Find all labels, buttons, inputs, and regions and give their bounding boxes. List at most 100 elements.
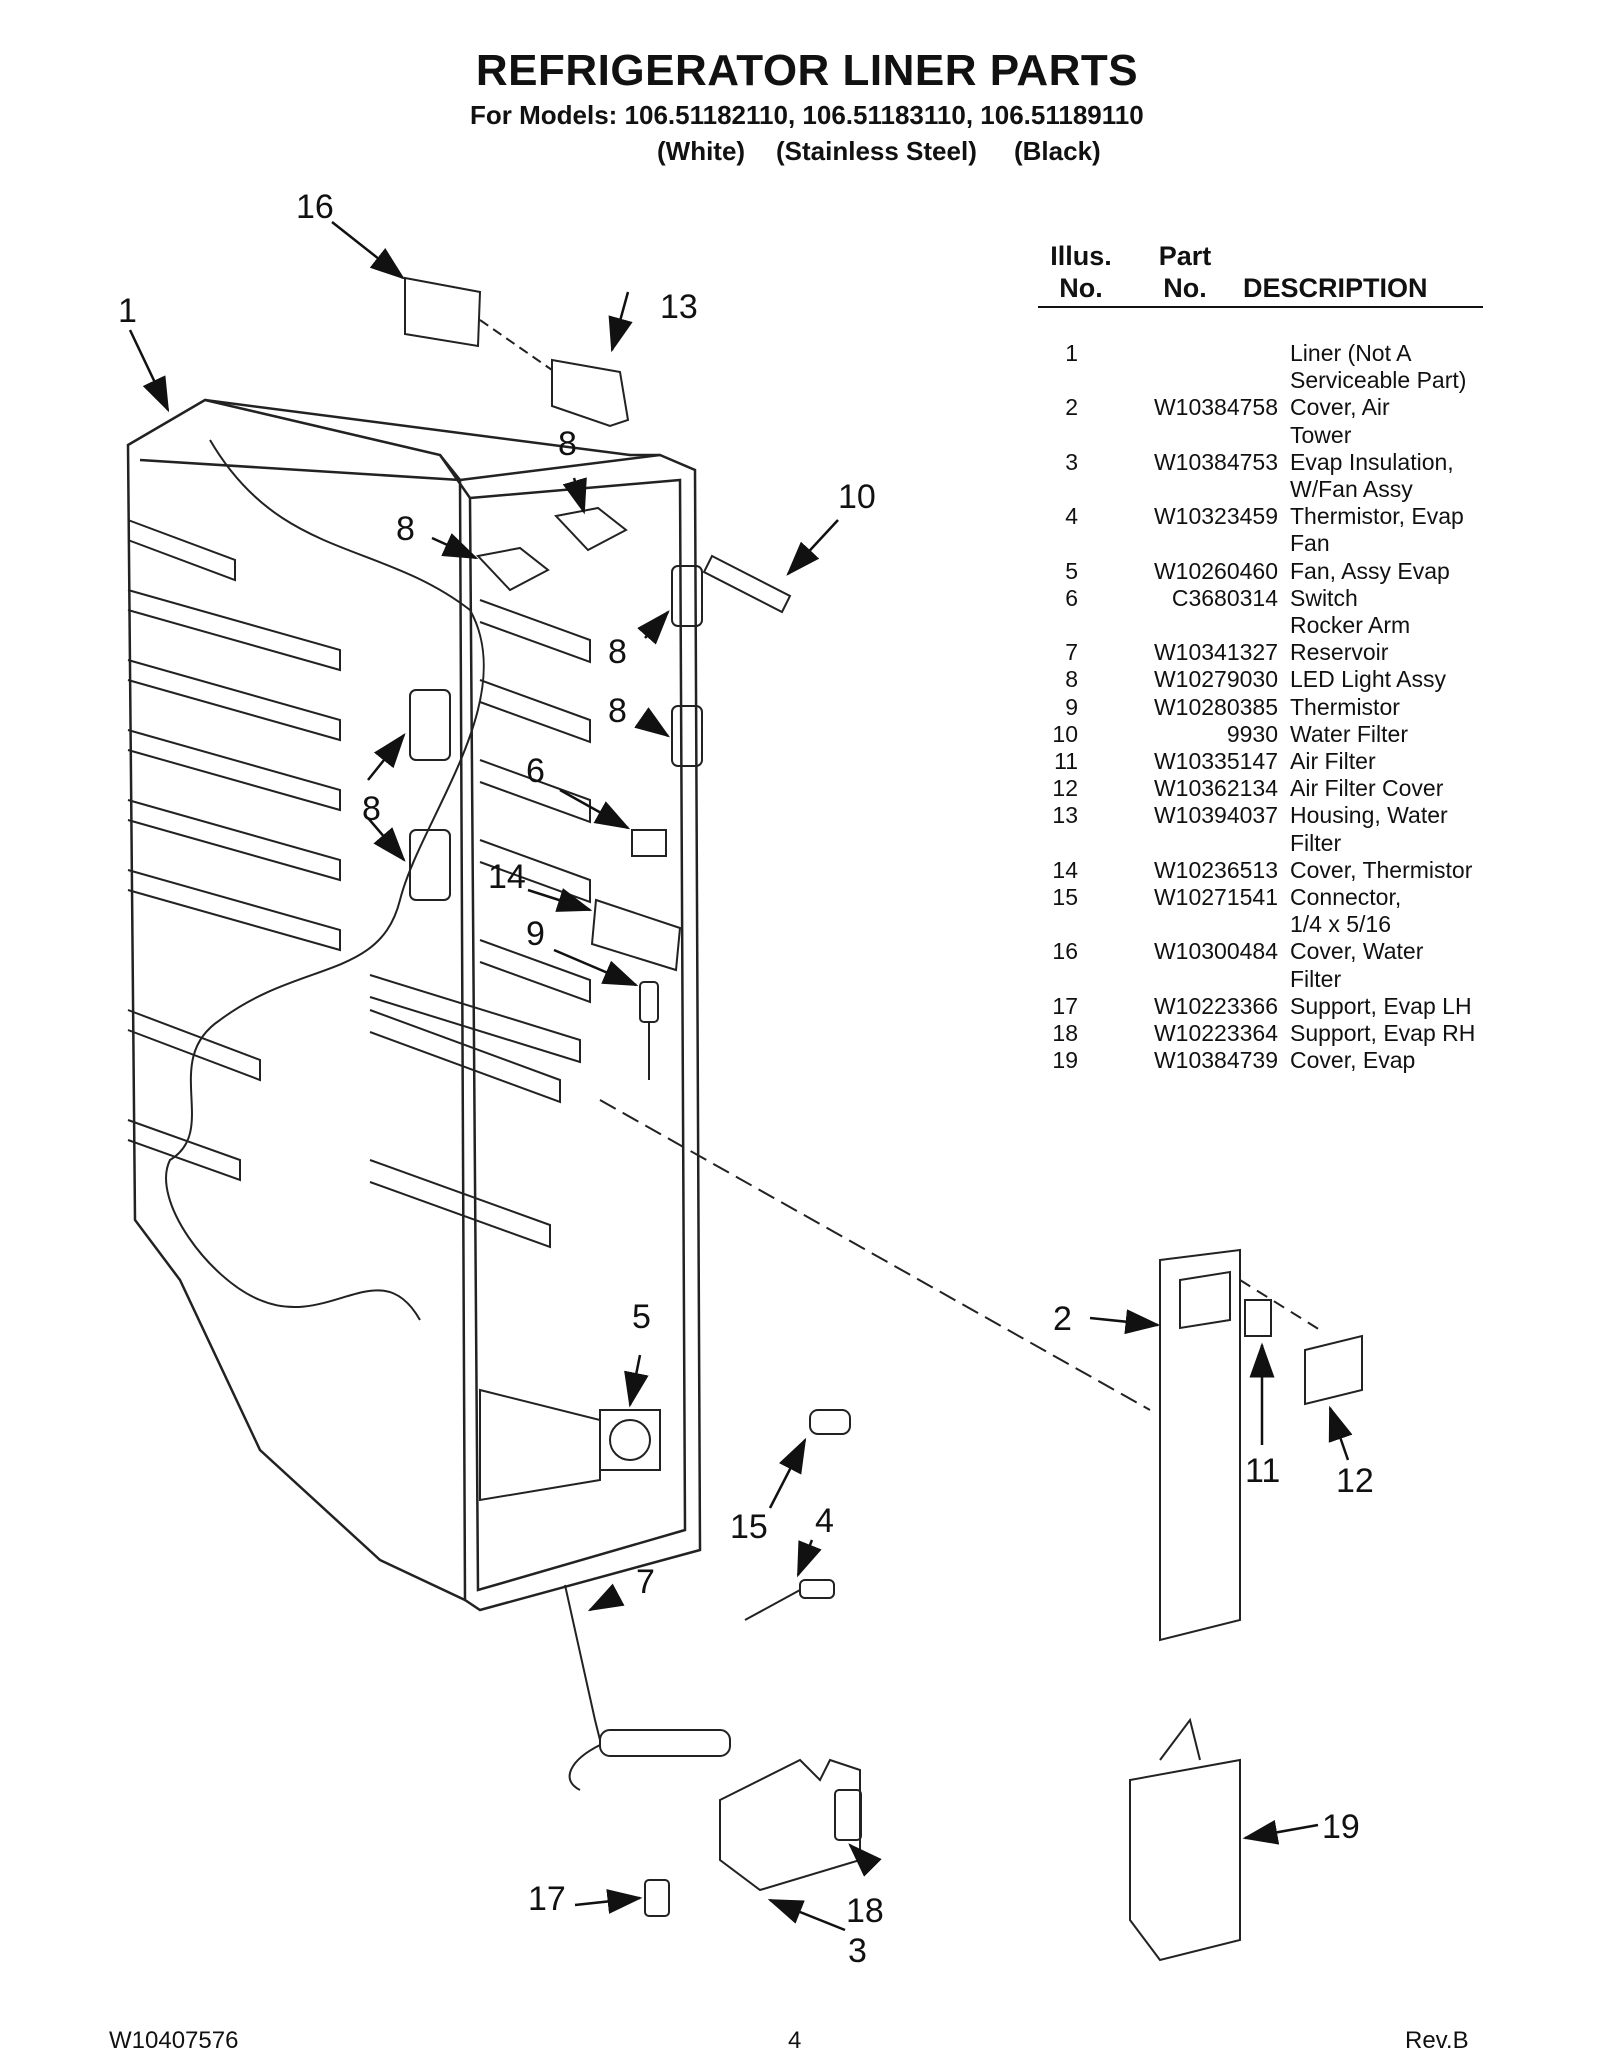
parts-header-illus-line2: No. xyxy=(1059,273,1103,303)
parts-row-empty-cell xyxy=(1078,612,1290,639)
parts-row-part-no: W10323459 xyxy=(1153,503,1278,530)
parts-row-continuation: W/Fan Assy xyxy=(1030,476,1530,503)
parts-row-description: Thermistor xyxy=(1290,693,1400,720)
small-parts xyxy=(404,276,1363,1962)
parts-row-illus-no: 7 xyxy=(1065,639,1078,666)
parts-row-part-no: W10335147 xyxy=(1153,748,1278,775)
parts-row-empty-cell xyxy=(1078,830,1290,857)
parts-row-empty-cell xyxy=(1030,476,1078,503)
model-color-stainless: (Stainless Steel) xyxy=(776,136,977,166)
parts-row-continuation: Tower xyxy=(1030,422,1530,449)
parts-row-empty-cell xyxy=(1030,612,1078,639)
page-title: REFRIGERATOR LINER PARTS xyxy=(475,46,1139,95)
parts-row-illus-no: 9 xyxy=(1065,693,1078,720)
parts-row-description: Air Filter Cover xyxy=(1290,775,1444,802)
parts-header-part: Part No. xyxy=(1140,240,1230,304)
parts-row-part-no: W10384758 xyxy=(1153,394,1278,421)
parts-row-empty-cell xyxy=(1030,830,1078,857)
parts-row-description-line2: W/Fan Assy xyxy=(1290,476,1413,503)
callout-7: 7 xyxy=(636,1563,655,1601)
parts-row-empty-cell xyxy=(1030,530,1078,557)
callout-15: 15 xyxy=(730,1508,768,1546)
callout-6: 6 xyxy=(526,752,545,790)
parts-row: 6 C3680314 Switch xyxy=(1030,585,1530,612)
parts-row-description: Cover, Water xyxy=(1290,938,1424,965)
parts-header-description: DESCRIPTION xyxy=(1243,273,1428,303)
parts-row-description: Switch xyxy=(1290,584,1358,611)
parts-row-illus-no: 15 xyxy=(1052,884,1078,911)
page-number: 4 xyxy=(788,2027,802,2054)
parts-row-part-no: W10362134 xyxy=(1153,775,1278,802)
parts-row-description-line2: Fan xyxy=(1290,530,1330,557)
parts-row-empty-cell xyxy=(1078,966,1290,993)
parts-row-illus-no: 12 xyxy=(1052,775,1078,802)
parts-row-illus-no: 17 xyxy=(1052,992,1078,1019)
callout-8a: 8 xyxy=(558,425,577,463)
callout-5: 5 xyxy=(632,1298,651,1336)
parts-header-rule xyxy=(1038,306,1483,308)
parts-row-illus-no: 11 xyxy=(1054,748,1078,775)
parts-row-part-no: C3680314 xyxy=(1171,584,1278,611)
parts-row-illus-no: 19 xyxy=(1052,1047,1078,1074)
callout-17: 17 xyxy=(528,1880,566,1918)
parts-row-illus-no: 14 xyxy=(1052,856,1078,883)
callout-8d: 8 xyxy=(608,692,627,730)
parts-row-illus-no: 18 xyxy=(1052,1020,1078,1047)
callout-1: 1 xyxy=(118,292,137,330)
parts-row-part-no: W10223366 xyxy=(1153,992,1278,1019)
parts-header-part-line2: No. xyxy=(1163,273,1207,303)
parts-row-continuation: Filter xyxy=(1030,830,1530,857)
models-line: For Models: 106.51182110, 106.51183110, … xyxy=(470,100,1144,130)
parts-row-part-no: W10384753 xyxy=(1153,448,1278,475)
parts-row-empty-cell xyxy=(1078,367,1290,394)
callout-10: 10 xyxy=(838,478,876,516)
callout-2: 2 xyxy=(1053,1300,1072,1338)
callout-8c: 8 xyxy=(608,633,627,671)
callout-arrows xyxy=(128,221,1353,1932)
parts-row-description: Cover, Thermistor xyxy=(1290,856,1473,883)
parts-row-part-no: W10271541 xyxy=(1153,884,1278,911)
parts-row-empty-cell xyxy=(1078,530,1290,557)
parts-row-illus-no: 3 xyxy=(1065,448,1078,475)
parts-row-part-no: W10260460 xyxy=(1153,557,1278,584)
parts-row-part-no: 9930 xyxy=(1226,720,1278,747)
parts-row-description: Cover, Air xyxy=(1290,394,1390,421)
parts-row-description: Evap Insulation, xyxy=(1290,448,1454,475)
parts-row-description: Water Filter xyxy=(1290,720,1408,747)
callout-19: 19 xyxy=(1322,1808,1360,1846)
parts-row-empty-cell xyxy=(1078,422,1290,449)
parts-row-part-no: W10300484 xyxy=(1153,938,1278,965)
callout-8e: 8 xyxy=(362,790,381,828)
callout-4: 4 xyxy=(815,1502,834,1540)
parts-row-description-line2: 1/4 x 5/16 xyxy=(1290,911,1392,938)
parts-row-description: LED Light Assy xyxy=(1290,666,1446,693)
parts-row-part-no: W10223364 xyxy=(1153,1020,1278,1047)
parts-row-illus-no: 6 xyxy=(1065,584,1078,611)
parts-row-empty-cell xyxy=(1030,966,1078,993)
parts-row-continuation: Fan xyxy=(1030,530,1530,557)
parts-row-description: Housing, Water xyxy=(1290,802,1448,829)
parts-row-illus-no: 8 xyxy=(1065,666,1078,693)
parts-row-empty-cell xyxy=(1030,422,1078,449)
parts-row-part-no: W10384739 xyxy=(1153,1047,1278,1074)
parts-row-empty-cell xyxy=(1030,911,1078,938)
parts-row-empty-cell xyxy=(1078,911,1290,938)
callout-11: 11 xyxy=(1245,1452,1280,1490)
parts-row-description: Reservoir xyxy=(1290,639,1389,666)
callout-16: 16 xyxy=(296,188,334,226)
parts-row-description: Thermistor, Evap xyxy=(1290,503,1464,530)
